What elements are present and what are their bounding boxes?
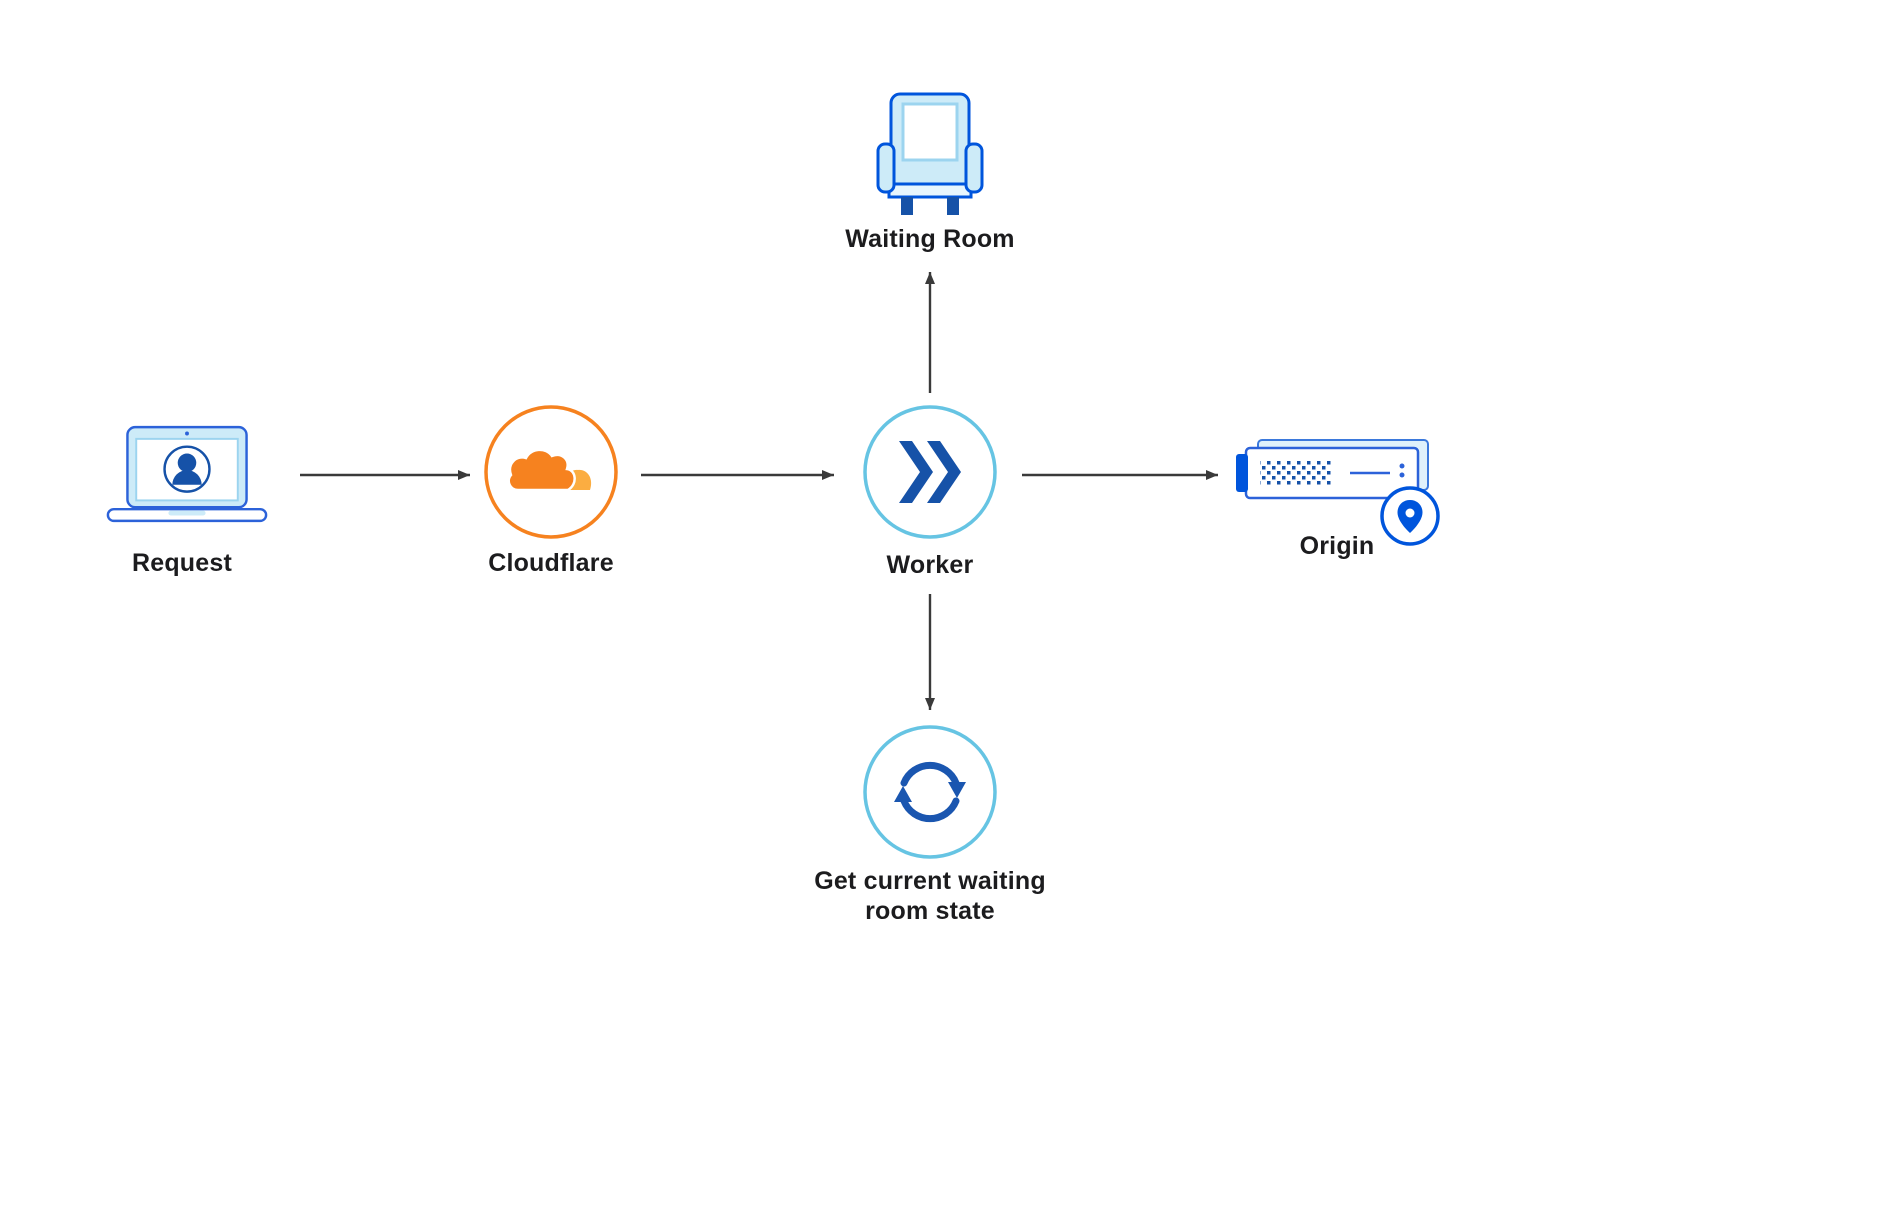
node-origin (1232, 436, 1447, 553)
node-label-origin: Origin (1299, 532, 1375, 560)
chair-icon (876, 92, 984, 215)
node-label-worker: Worker (886, 551, 974, 579)
laptop-user-icon (106, 425, 268, 523)
node-request (104, 424, 270, 531)
workers-logo-icon (863, 405, 997, 539)
node-label-waiting-room: Waiting Room (845, 225, 1015, 253)
node-label-cloudflare: Cloudflare (488, 549, 614, 577)
node-label-request: Request (131, 549, 233, 577)
node-waiting-room-state (860, 722, 1000, 867)
server-location-icon (1236, 439, 1440, 546)
node-cloudflare (481, 402, 621, 547)
node-worker (860, 402, 1000, 547)
node-waiting-room (875, 90, 985, 223)
sync-icon (863, 725, 997, 859)
cloudflare-logo-icon (484, 405, 618, 539)
node-label-waiting-room-state: Get current waiting room state (814, 867, 1046, 925)
